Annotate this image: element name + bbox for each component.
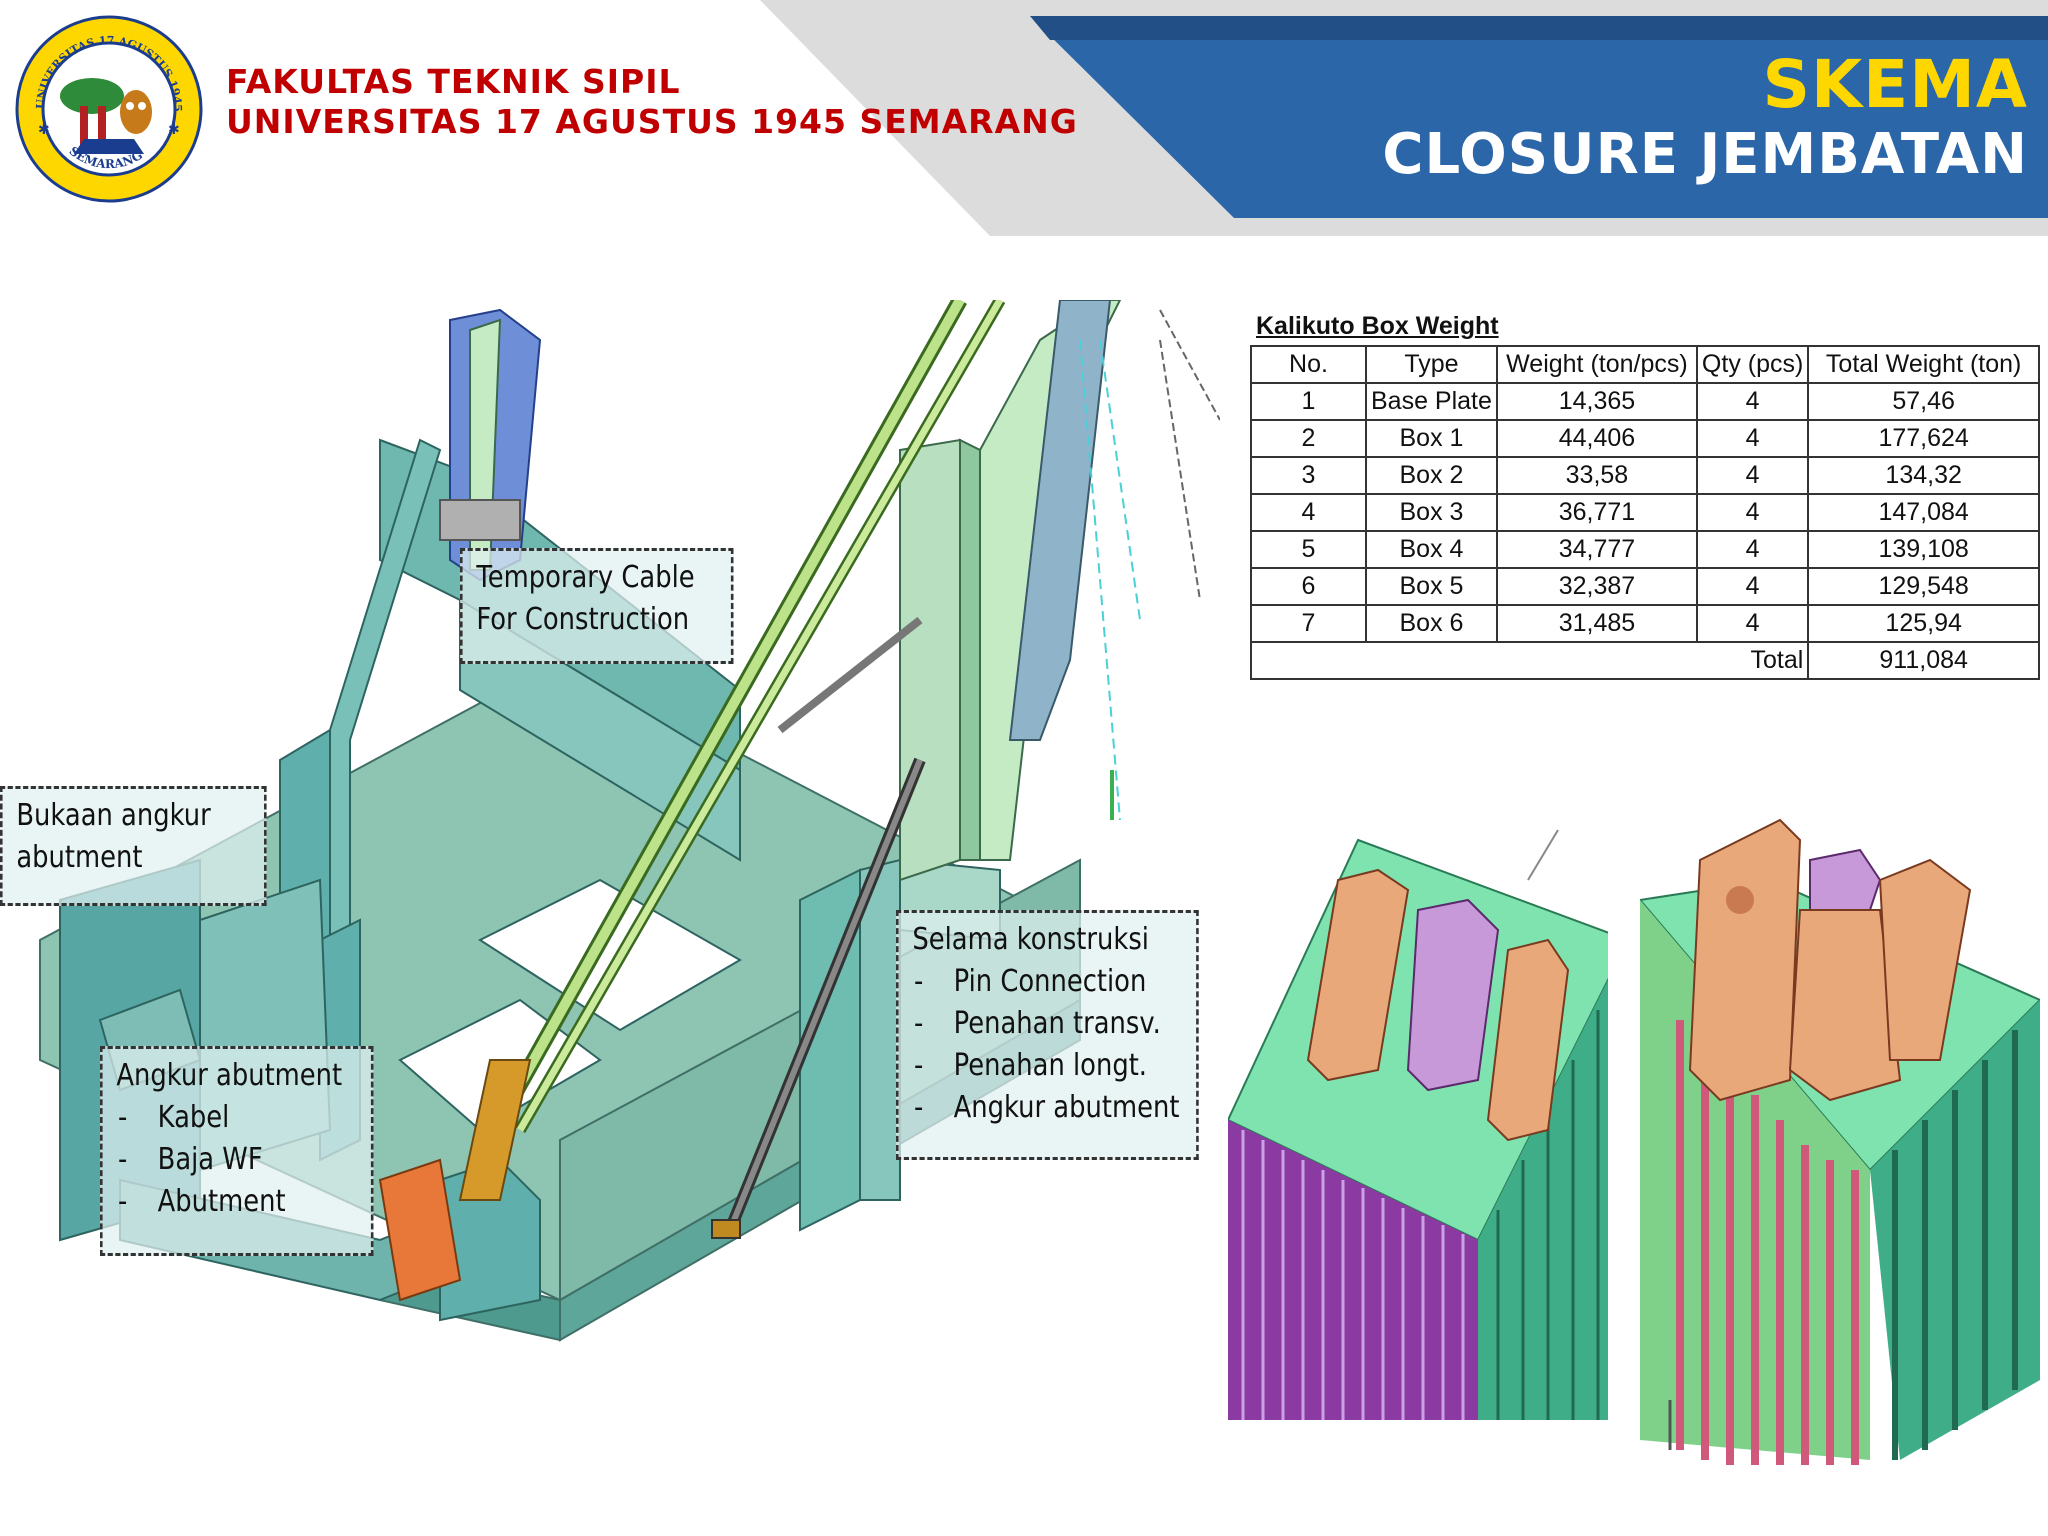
table-cell: Box 3 xyxy=(1365,493,1498,532)
callout-bukaan-line-2: abutment xyxy=(16,840,143,875)
callout-angkur-abutment: Angkur abutment Kabel Baja WF Abutment xyxy=(100,1046,374,1256)
callout-cable-line-2: For Construction xyxy=(476,602,690,637)
faculty-line-1: FAKULTAS TEKNIK SIPIL xyxy=(226,62,681,101)
svg-text:✱: ✱ xyxy=(168,121,180,137)
table-cell: 4 xyxy=(1695,419,1810,458)
callout-angkur-item: Kabel xyxy=(116,1097,357,1139)
title-line-1: SKEMA xyxy=(1762,46,2028,123)
table-cell: 31,485 xyxy=(1495,604,1698,643)
box-weight-table: No. Type Weight (ton/pcs) Qty (pcs) Tota… xyxy=(1250,345,2040,680)
table-cell: 4 xyxy=(1695,493,1810,532)
table-cell: 134,32 xyxy=(1807,456,2040,495)
table-cell: 139,108 xyxy=(1807,530,2040,569)
table-cell: Box 6 xyxy=(1365,604,1498,643)
table-cell: 33,58 xyxy=(1495,456,1698,495)
table-title: Kalikuto Box Weight xyxy=(1256,312,1499,340)
table-cell: 1 xyxy=(1250,382,1367,421)
table-cell: 57,46 xyxy=(1807,382,2040,421)
column-header: Type xyxy=(1365,345,1498,384)
table-cell: Box 5 xyxy=(1365,567,1498,606)
callout-angkur-item: Abutment xyxy=(116,1181,357,1223)
table-cell: 129,548 xyxy=(1807,567,2040,606)
table-cell: 177,624 xyxy=(1807,419,2040,458)
callout-angkur-title: Angkur abutment xyxy=(116,1058,343,1093)
table-cell: 4 xyxy=(1695,456,1810,495)
column-header: Total Weight (ton) xyxy=(1807,345,2040,384)
table-header-row: No. Type Weight (ton/pcs) Qty (pcs) Tota… xyxy=(1250,345,2040,384)
table-cell: 36,771 xyxy=(1495,493,1698,532)
table-cell: 147,084 xyxy=(1807,493,2040,532)
column-header: Weight (ton/pcs) xyxy=(1495,345,1698,384)
table-cell: 34,777 xyxy=(1495,530,1698,569)
total-value: 911,084 xyxy=(1807,641,2040,680)
steel-box-drawing-left xyxy=(1228,829,1608,1420)
table-cell: Base Plate xyxy=(1365,382,1498,421)
table-cell: 4 xyxy=(1695,604,1810,643)
table-cell: 14,365 xyxy=(1495,382,1698,421)
table-cell: 4 xyxy=(1695,567,1810,606)
total-label: Total xyxy=(1696,641,1810,680)
table-cell: 5 xyxy=(1250,530,1367,569)
table-cell: 2 xyxy=(1250,419,1367,458)
table-cell: 4 xyxy=(1695,382,1810,421)
title-line-2: CLOSURE JEMBATAN xyxy=(1382,122,2028,187)
callout-selama-item: Penahan transv. xyxy=(912,1003,1182,1045)
table-cell: 4 xyxy=(1695,530,1810,569)
callout-angkur-item: Baja WF xyxy=(116,1139,357,1181)
callout-selama-item: Angkur abutment xyxy=(912,1087,1182,1129)
svg-text:✱: ✱ xyxy=(38,121,50,137)
table-cell: 3 xyxy=(1250,456,1367,495)
callout-bukaan-angkur: Bukaan angkur abutment xyxy=(0,786,267,906)
table-cell: Box 1 xyxy=(1365,419,1498,458)
table-cell: 125,94 xyxy=(1807,604,2040,643)
callout-selama-title: Selama konstruksi xyxy=(912,922,1149,957)
callout-selama-konstruksi: Selama konstruksi Pin Connection Penahan… xyxy=(896,910,1199,1160)
column-header: No. xyxy=(1250,345,1367,384)
callout-selama-item: Pin Connection xyxy=(912,961,1182,1003)
callout-cable-line-1: Temporary Cable xyxy=(476,560,695,595)
steel-box-drawing-right xyxy=(1640,818,2040,1465)
banner-blue-band xyxy=(1030,16,2048,218)
faculty-line-2: UNIVERSITAS 17 AGUSTUS 1945 SEMARANG xyxy=(226,102,1078,141)
header-banner xyxy=(760,0,2048,236)
table-cell: 32,387 xyxy=(1495,567,1698,606)
table-cell: 6 xyxy=(1250,567,1367,606)
callout-temporary-cable: Temporary Cable For Construction xyxy=(460,548,734,664)
faculty-name: FAKULTAS TEKNIK SIPIL UNIVERSITAS 17 AGU… xyxy=(226,62,1078,142)
university-logo: UNIVERSITAS 17 AGUSTUS 1945 SEMARANG ✱ ✱ xyxy=(15,15,203,203)
table-cell: Box 4 xyxy=(1365,530,1498,569)
column-header: Qty (pcs) xyxy=(1695,345,1810,384)
abutment-3d-drawing xyxy=(39,300,1220,1342)
callout-bukaan-line-1: Bukaan angkur xyxy=(16,798,211,833)
callout-angkur-list: Kabel Baja WF Abutment xyxy=(116,1097,357,1223)
table-cell: 4 xyxy=(1250,493,1367,532)
table-cell: 44,406 xyxy=(1495,419,1698,458)
table-total-row: Total 911,084 xyxy=(1250,641,2040,680)
table-cell: Box 2 xyxy=(1365,456,1498,495)
table-cell: 7 xyxy=(1250,604,1367,643)
callout-selama-item: Penahan longt. xyxy=(912,1045,1182,1087)
callout-selama-list: Pin Connection Penahan transv. Penahan l… xyxy=(912,961,1182,1129)
slide-title: SKEMA CLOSURE JEMBATAN xyxy=(1382,48,2028,188)
